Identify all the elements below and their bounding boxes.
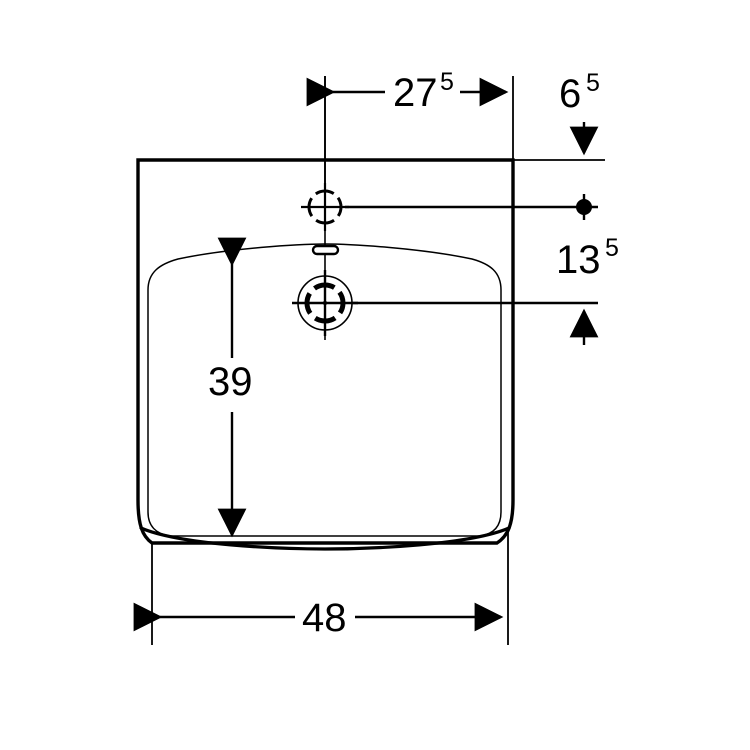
dimension-39-value: 39 [208, 360, 253, 404]
overflow-slot [311, 244, 340, 256]
dimension-27-5-value: 27 [393, 71, 438, 115]
dimension-48: 48 [133, 530, 509, 645]
dimension-6-5-value: 6 [559, 72, 581, 116]
dimension-27-5: 27 5 [306, 68, 514, 190]
dimension-13-5: 13 5 [556, 234, 619, 345]
dimension-6-5-fraction: 5 [586, 69, 600, 97]
dimension-13-5-value: 13 [556, 238, 601, 282]
dimension-48-value: 48 [302, 596, 347, 640]
dimension-13-5-fraction: 5 [605, 234, 619, 262]
basin-front-lip [139, 526, 511, 551]
dimension-27-5-fraction: 5 [440, 68, 454, 96]
drain-outlet [292, 270, 358, 336]
tap-hole [301, 183, 349, 231]
tap-hole-center-mark [576, 194, 592, 220]
dimension-6-5: 6 5 [513, 69, 605, 161]
dimension-39: 39 [208, 237, 253, 538]
